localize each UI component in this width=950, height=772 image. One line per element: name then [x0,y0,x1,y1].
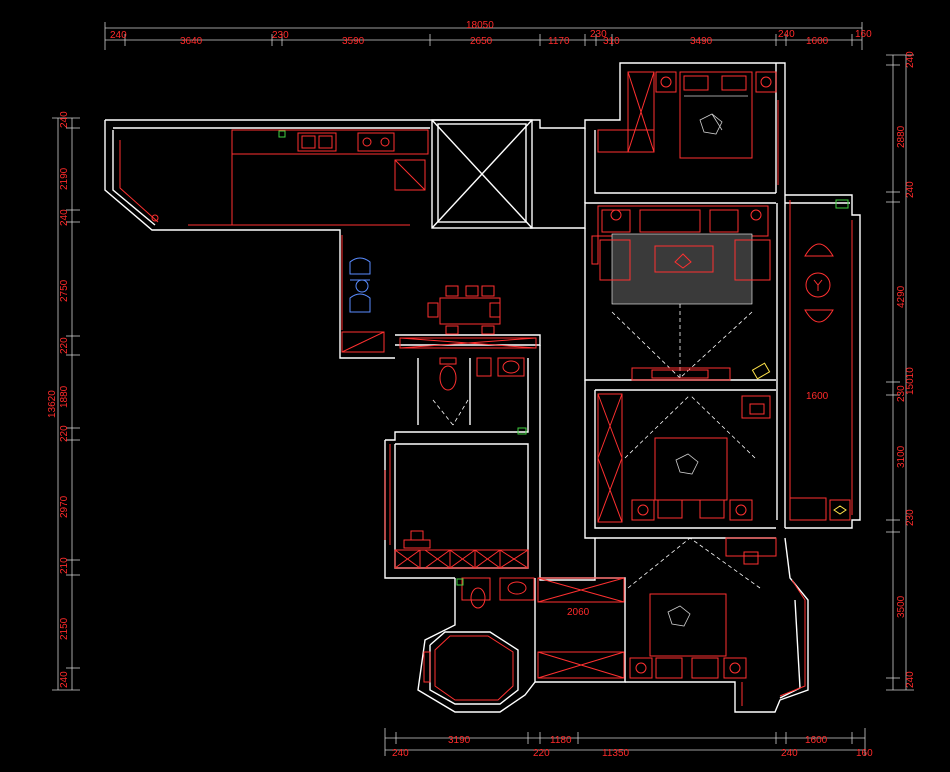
dim-left-seg: 2190 [59,167,70,190]
dim-bottom-seg: 1600 [805,735,828,746]
dim-right-seg: 4290 [896,285,907,308]
balcony [789,199,853,521]
entry-door [341,235,385,353]
dim-top-seg: 2650 [470,36,493,47]
dim-top-seg: 3490 [690,36,713,47]
dim-right-overall: 15010 [905,367,916,395]
tv-cabinet [631,362,771,381]
dim-left-seg: 240 [59,111,70,128]
dim-top-seg: 230 [272,30,289,41]
dim-left-overall: 13620 [47,390,58,418]
living-room-furniture [591,205,771,305]
dim-left-seg: 220 [59,425,70,442]
dim-bottom-seg: 3190 [448,735,471,746]
dim-top-seg: 1170 [548,36,570,47]
dim-left-seg: 2150 [59,617,70,640]
kitchen-window-wall [119,140,410,226]
kitchen-counter [231,129,429,225]
dim-bottom-seg: 1180 [550,735,572,746]
dim-right-seg: 230 [896,385,907,402]
dim-bottom-seg: 220 [533,748,550,759]
bathroom-1 [399,337,537,435]
dim-right-seg: 3500 [896,595,907,618]
dim-left-seg: 1880 [59,385,70,408]
living-sightlines [611,304,753,379]
dim-left-seg: 210 [59,557,70,574]
bathroom-2 [423,577,535,701]
wardrobe [537,577,625,679]
dim-top-seg: 230 [590,29,607,40]
dim-right-seg: 2880 [896,125,907,148]
dim-top-seg: 3590 [342,36,365,47]
bedroom-top [597,71,779,185]
dim-bottom-seg: 240 [781,748,798,759]
dim-left-seg: 240 [59,671,70,688]
dimension-lines [52,22,914,756]
dim-right-seg: 240 [905,671,916,688]
dim-top-seg: 1600 [806,36,829,47]
dim-top-seg: 240 [110,30,127,41]
dining-chairs [349,257,371,313]
dim-left-seg: 220 [59,337,70,354]
dim-right-seg: 230 [905,509,916,526]
shaft [437,123,527,223]
dim-top-seg: 310 [603,36,620,47]
dim-wardrobe-span: 2060 [567,607,590,618]
dim-top-overall: 18050 [466,20,494,31]
dim-right-seg: 240 [905,51,916,68]
walls [104,62,861,713]
dim-top-seg: 240 [778,29,795,40]
bedroom-bottom [627,537,806,706]
dim-bottom-seg: 240 [392,748,409,759]
dim-left-seg: 2750 [59,279,70,302]
dim-top-seg: 3640 [180,36,203,47]
dim-balcony-span: 1600 [806,391,829,402]
dim-right-seg: 3100 [896,445,907,468]
dim-right-seg: 240 [905,181,916,198]
dim-left-seg: 2970 [59,495,70,518]
study-room [384,470,529,569]
dim-bottom-seg: 160 [856,748,873,759]
bedroom-middle [597,393,771,523]
dim-bottom-overall: 11350 [602,748,630,759]
dim-left-seg: 240 [59,209,70,226]
dim-top-seg: 160 [855,29,872,40]
dining-table [427,285,501,335]
